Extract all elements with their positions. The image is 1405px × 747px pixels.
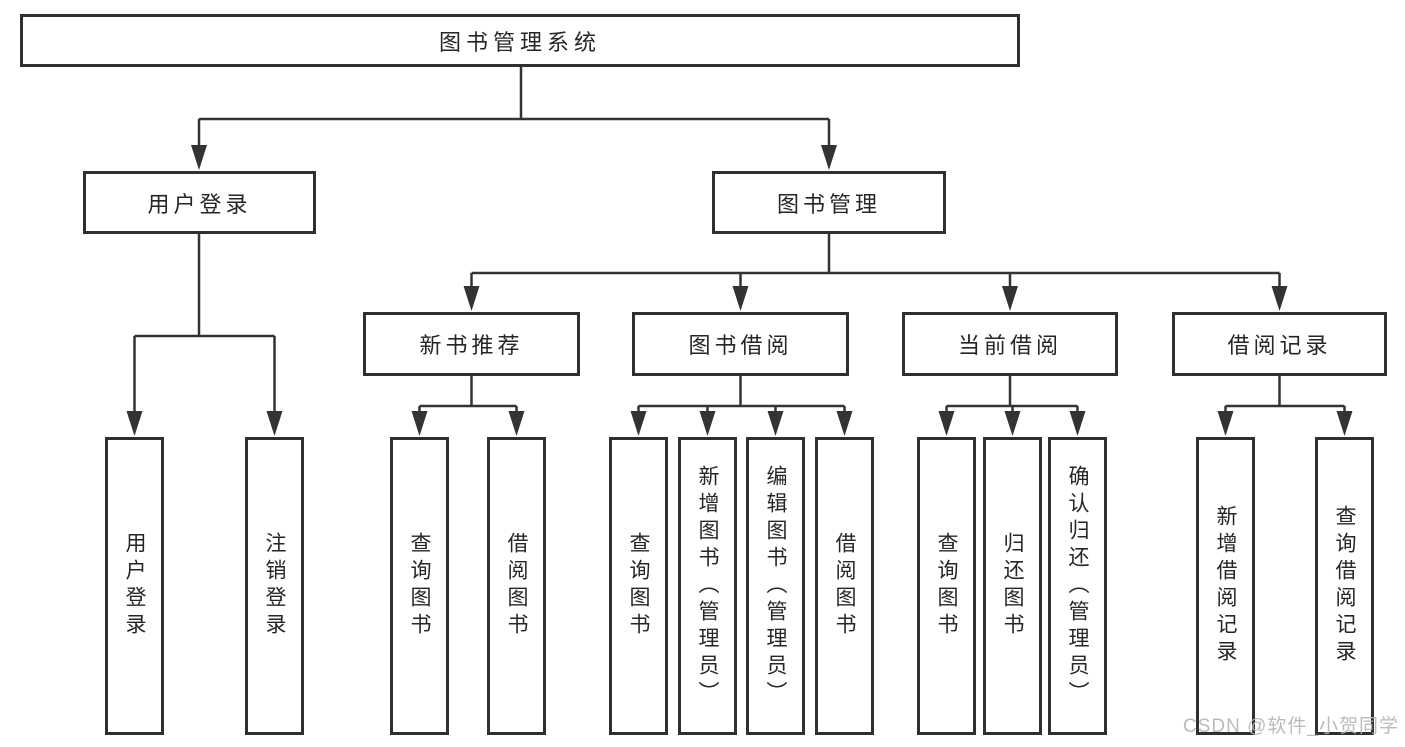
csdn-watermark: CSDN @软件_小贺同学 [1183,716,1399,737]
leaf-add-book-admin: 新增图书（管理员） [678,437,737,735]
leaf-add-book-admin-label: 新增图书（管理员） [696,464,719,708]
node-book-management-label: 图书管理 [776,191,881,217]
leaf-add-borrow-record: 新增借阅记录 [1196,437,1255,735]
leaf-return-book-label: 归还图书 [1001,532,1024,640]
node-current-borrow: 当前借阅 [902,312,1118,376]
node-current-borrow-label: 当前借阅 [957,333,1062,358]
node-new-book-recommend: 新书推荐 [363,312,580,376]
leaf-confirm-return-admin-label: 确认归还（管理员） [1066,464,1089,708]
node-book-borrow: 图书借阅 [632,312,849,376]
leaf-newbooks-borrow-book-label: 借阅图书 [505,532,528,640]
leaf-user-login-label: 用户登录 [123,532,146,640]
leaf-query-borrow-record-label: 查询借阅记录 [1333,505,1356,667]
node-root-label: 图书管理系统 [438,29,601,55]
node-book-borrow-label: 图书借阅 [688,333,793,358]
leaf-current-query-book-label: 查询图书 [935,532,958,640]
node-borrow-record-label: 借阅记录 [1227,333,1332,358]
leaf-confirm-return-admin: 确认归还（管理员） [1048,437,1107,735]
leaf-user-login: 用户登录 [105,437,164,735]
leaf-query-borrow-record: 查询借阅记录 [1315,437,1374,735]
leaf-edit-book-admin-label: 编辑图书（管理员） [764,464,787,708]
leaf-newbooks-query-book-label: 查询图书 [408,532,431,640]
leaf-borrow-query-book: 查询图书 [609,437,668,735]
leaf-newbooks-borrow-book: 借阅图书 [487,437,546,735]
leaf-borrow-book-label: 借阅图书 [833,532,856,640]
node-user-login-label: 用户登录 [147,191,252,217]
leaf-add-borrow-record-label: 新增借阅记录 [1214,505,1237,667]
leaf-logout-label: 注销登录 [263,532,286,640]
leaf-edit-book-admin: 编辑图书（管理员） [746,437,805,735]
leaf-current-query-book: 查询图书 [917,437,976,735]
leaf-logout: 注销登录 [245,437,304,735]
leaf-return-book: 归还图书 [983,437,1042,735]
leaf-borrow-book: 借阅图书 [815,437,874,735]
node-borrow-record: 借阅记录 [1172,312,1387,376]
leaf-borrow-query-book-label: 查询图书 [627,532,650,640]
node-user-login: 用户登录 [83,171,316,234]
leaf-newbooks-query-book: 查询图书 [390,437,449,735]
node-new-book-recommend-label: 新书推荐 [419,333,524,358]
node-book-management: 图书管理 [712,171,946,234]
node-root-library-system: 图书管理系统 [20,14,1020,67]
